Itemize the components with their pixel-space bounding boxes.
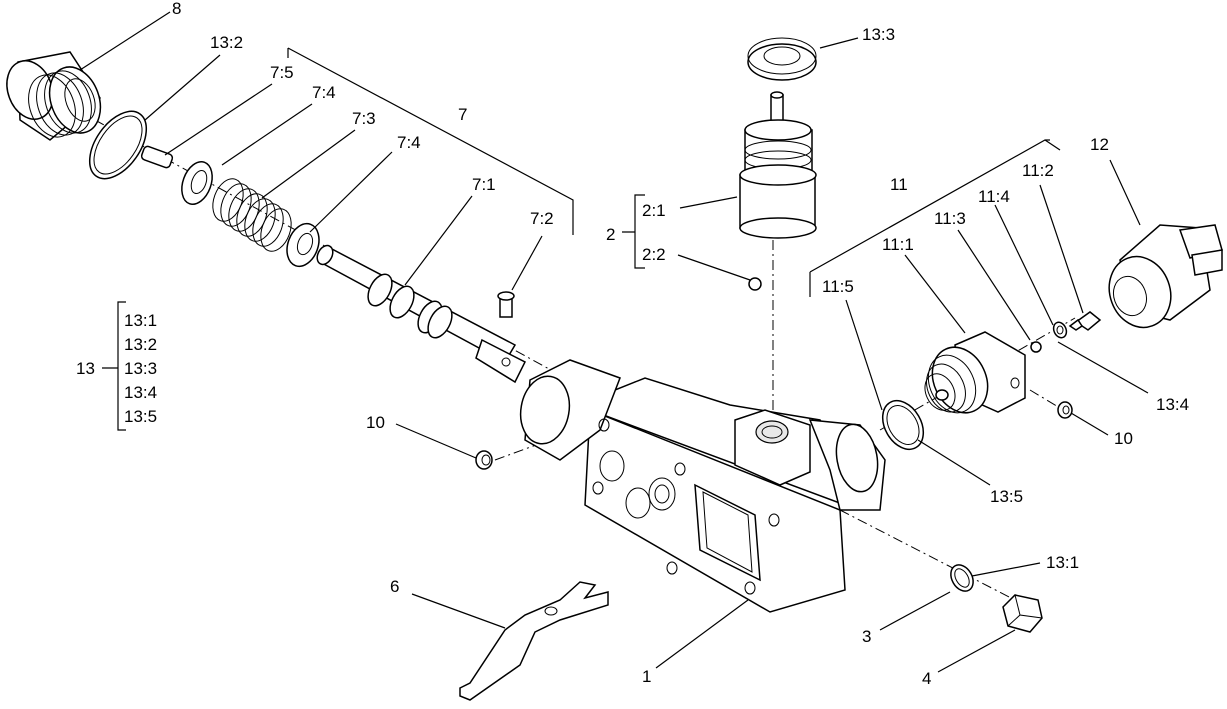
part-12-adjuster	[1108, 224, 1223, 329]
label-2-1: 2:1	[642, 201, 666, 220]
part-4-plug	[1002, 594, 1043, 633]
kit-13-number: 13	[76, 359, 95, 378]
label-13-3-top: 13:3	[862, 25, 895, 44]
label-11-5: 11:5	[822, 277, 854, 296]
kit-13-item: 13:1	[124, 311, 157, 330]
label-7: 7	[458, 105, 467, 124]
label-12: 12	[1090, 135, 1109, 154]
part-10-plug-left	[475, 450, 493, 470]
label-7-4-b: 7:4	[397, 133, 421, 152]
part-8-end-cap	[6, 51, 102, 141]
part-7-4-washer-b	[286, 222, 320, 268]
label-7-3: 7:3	[352, 109, 376, 128]
part-11-1-relief-body	[924, 331, 1026, 414]
label-11-3: 11:3	[934, 209, 966, 228]
label-10-right: 10	[1114, 429, 1133, 448]
part-1-valve-body	[519, 359, 886, 613]
label-7-1: 7:1	[472, 175, 496, 194]
part-7-2-screw	[497, 291, 515, 318]
label-1: 1	[642, 667, 651, 686]
part-10-plug-right	[1057, 401, 1073, 419]
part-7-1-spool	[316, 244, 527, 384]
part-7-5-pin	[140, 145, 174, 169]
label-11-2: 11:2	[1022, 161, 1054, 180]
center-lines	[94, 119, 1076, 601]
label-13-4-right: 13:4	[1156, 395, 1189, 414]
label-2-2: 2:2	[642, 245, 666, 264]
part-11-2-needle	[1068, 311, 1102, 331]
label-7-5: 7:5	[270, 63, 294, 82]
label-8: 8	[172, 0, 181, 18]
part-7-4-washer-a	[181, 161, 213, 205]
kit-13-item: 13:4	[124, 383, 157, 402]
part-2-1-housing	[739, 91, 817, 239]
callout-labels: 8 13:2 7:5 7:4 7:3 7:4 7 7:1 7:2 13:3 2:…	[76, 0, 1189, 688]
label-11-4: 11:4	[978, 187, 1010, 206]
label-13-1-right: 13:1	[1046, 553, 1079, 572]
kit-13-item: 13:3	[124, 359, 157, 378]
part-13-5-o-ring	[881, 400, 925, 450]
label-13-5-right: 13:5	[990, 487, 1023, 506]
label-2: 2	[606, 225, 615, 244]
part-11-4-washer	[1052, 321, 1068, 339]
kit-13-item: 13:5	[124, 407, 157, 426]
part-6-lever	[459, 581, 609, 701]
label-11: 11	[890, 175, 908, 194]
label-6: 6	[390, 577, 399, 596]
part-13-2-o-ring	[88, 110, 148, 180]
label-3: 3	[862, 627, 871, 646]
part-13-1-o-ring	[950, 564, 974, 592]
label-13-2-top: 13:2	[210, 33, 243, 52]
group-brackets	[102, 47, 1061, 431]
label-11-1: 11:1	[882, 235, 914, 254]
label-7-4-a: 7:4	[312, 83, 336, 102]
leader-lines	[79, 11, 1149, 673]
label-7-2: 7:2	[530, 209, 554, 228]
part-2-2-plug	[748, 277, 762, 291]
part-13-3-seal	[747, 37, 817, 81]
part-11-3-ball	[1030, 341, 1042, 353]
label-4: 4	[922, 669, 931, 688]
kit-13-item: 13:2	[124, 335, 157, 354]
part-7-3-spring	[212, 178, 292, 252]
label-10-left: 10	[366, 413, 385, 432]
